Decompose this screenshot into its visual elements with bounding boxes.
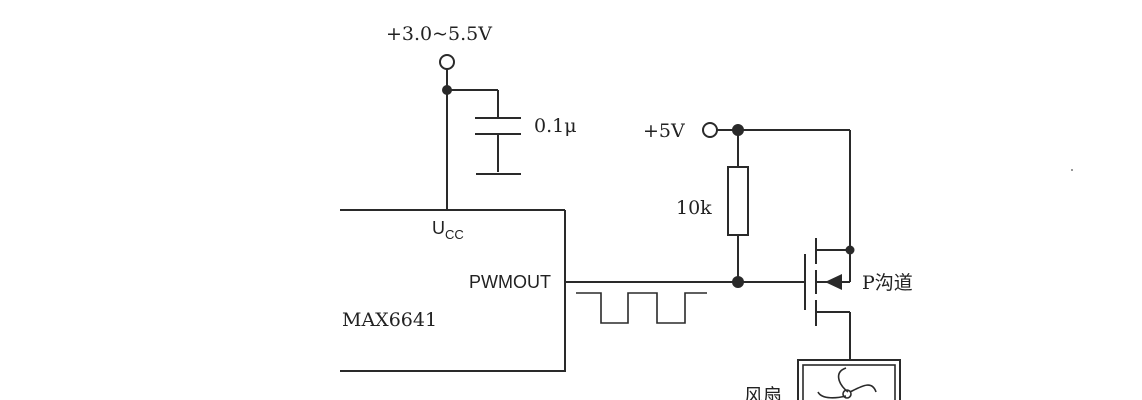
vcc-pin-label: UCC	[432, 218, 464, 242]
capacitor-icon	[447, 89, 521, 175]
supply-voltage-label: +3.0~5.5V	[386, 23, 492, 45]
scan-speck	[1071, 169, 1073, 171]
fan-supply-label: +5V	[643, 120, 685, 142]
resistor-value-label: 10k	[676, 197, 712, 219]
chip-body	[340, 209, 566, 372]
chip-name-label: MAX6641	[342, 309, 437, 331]
pwm-waveform-icon	[576, 292, 707, 324]
capacitor-value-label: 0.1μ	[534, 115, 577, 137]
fan-icon	[797, 359, 901, 400]
resistor-icon	[727, 130, 749, 282]
terminal-icon	[439, 54, 455, 70]
pwmout-pin-label: PWMOUT	[469, 272, 551, 292]
mosfet-icon	[804, 130, 855, 360]
terminal-icon	[702, 122, 718, 138]
mosfet-type-label: P沟道	[862, 272, 913, 294]
fan-label: 风扇	[744, 385, 782, 400]
